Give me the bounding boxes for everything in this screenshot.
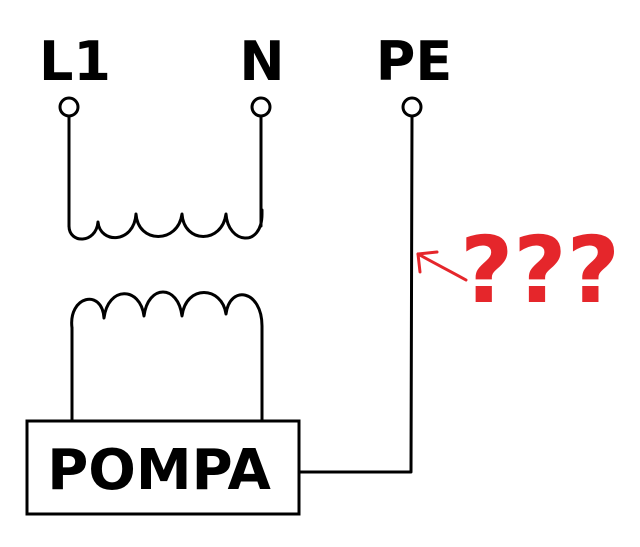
terminal-pe <box>401 96 423 118</box>
terminal-label-l1: L1 <box>39 30 111 93</box>
question-arrow <box>416 252 468 282</box>
pump-box <box>25 419 301 516</box>
terminal-label-n: N <box>239 30 284 93</box>
terminal-label-pe: PE <box>376 30 452 93</box>
secondary-coil <box>70 290 264 336</box>
question-arrow-head <box>416 250 439 274</box>
primary-coil <box>67 208 264 241</box>
terminal-l1 <box>58 96 80 118</box>
question-marks: ??? <box>460 217 620 324</box>
wire-pe <box>297 114 414 474</box>
pump-label: POMPA <box>47 438 271 503</box>
terminal-n <box>250 96 272 118</box>
